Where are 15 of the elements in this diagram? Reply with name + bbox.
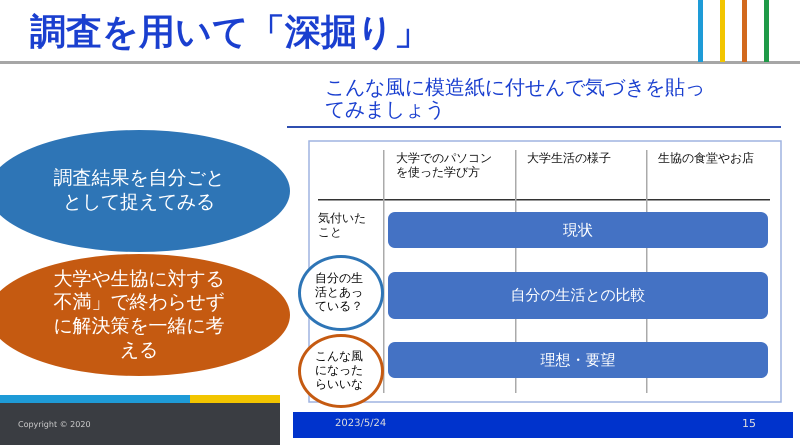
date-text: 2023/5/24 [335,418,386,430]
column-header: 生協の食堂やお店 [658,152,755,166]
title: 調査を用いて「深掘り」 [30,11,430,55]
category-bar: 現状 [388,212,768,248]
ellipse: 調査結果を自分ごととして捉えてみる [0,130,290,252]
circled-label: こんな風になったらいいな [298,334,384,408]
row-header: 気付いたこと [318,212,367,240]
copyright-text: Copyright © 2020 [18,420,91,430]
column-header: 大学でのパソコンを使った学び方 [396,152,493,180]
category-bar: 自分の生活との比較 [388,272,768,319]
subtitle: こんな風に模造紙に付せんで気づきを貼ってみましょう [325,76,706,120]
page-number: 15 [742,418,756,431]
ellipse: 大学や生協に対する不満」で終わらせずに解決策を一緒に考える [0,254,290,376]
column-header: 大学生活の様子 [527,152,612,166]
category-bar: 理想・要望 [388,342,768,378]
